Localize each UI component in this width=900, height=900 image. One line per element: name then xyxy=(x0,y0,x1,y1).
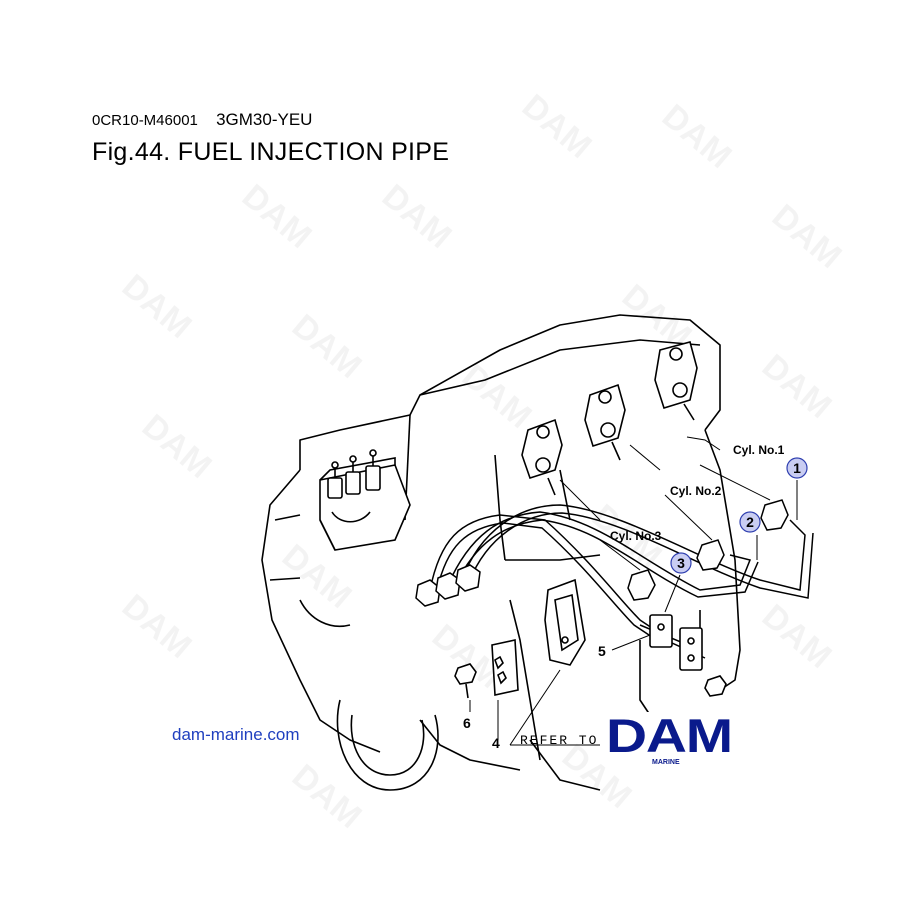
leader-lines xyxy=(469,436,798,746)
dam-marine-logo: DAM MARINE xyxy=(602,709,734,766)
watermark: DAM xyxy=(755,597,839,676)
refer-to-note: REFER TO xyxy=(520,733,598,748)
watermark: DAM xyxy=(285,307,369,386)
logo-wordmark: DAM xyxy=(606,709,732,762)
watermark: DAM xyxy=(515,87,599,166)
label-cyl-no3: Cyl. No.3 xyxy=(610,529,662,543)
website-link[interactable]: dam-marine.com xyxy=(172,725,300,744)
callout-circle-2: 2 xyxy=(739,511,761,533)
watermark: DAM xyxy=(115,267,199,346)
document-code-line: 0CR10-M46001 3GM30-YEU xyxy=(92,110,312,130)
callout-number-3: 3 xyxy=(677,555,685,571)
watermark: DAM xyxy=(285,757,369,836)
callout-circle-3: 3 xyxy=(670,552,692,574)
injector-cyl3 xyxy=(521,418,563,496)
watermark: DAM xyxy=(375,177,459,256)
injector-cyl1 xyxy=(654,341,698,421)
injection-pump xyxy=(319,449,411,551)
fuel-pipes xyxy=(429,504,814,659)
pipe-nuts-pump-side xyxy=(415,564,481,607)
engine-model: 3GM30-YEU xyxy=(216,110,313,129)
document-code: 0CR10-M46001 xyxy=(92,112,198,129)
watermark: DAM xyxy=(235,177,319,256)
callout-circle-1: 1 xyxy=(786,457,808,479)
clamp-plate-4 xyxy=(491,639,519,696)
bolt-6 xyxy=(454,663,477,699)
part-number-5: 5 xyxy=(598,643,606,659)
part-number-6: 6 xyxy=(463,715,471,731)
pipe-clamp-5 xyxy=(649,614,703,671)
label-cyl-no1: Cyl. No.1 xyxy=(733,443,785,457)
part-number-4: 4 xyxy=(492,735,500,751)
pipe-bracket xyxy=(544,578,586,666)
watermark: DAM xyxy=(115,587,199,666)
watermark: DAM xyxy=(755,347,839,426)
watermark: DAM xyxy=(765,197,849,276)
logo-subtext: MARINE xyxy=(652,759,680,766)
label-cyl-no2: Cyl. No.2 xyxy=(670,484,722,498)
callout-number-1: 1 xyxy=(793,460,801,476)
figure-title: Fig.44. FUEL INJECTION PIPE xyxy=(92,138,450,166)
watermark: DAM xyxy=(655,97,739,176)
callout-number-2: 2 xyxy=(746,514,754,530)
watermark-pattern: DAM DAM DAM DAM DAM DAM DAM DAM DAM DAM … xyxy=(115,87,849,836)
watermark: DAM xyxy=(135,407,219,486)
pipe-nuts-injector-side xyxy=(627,499,789,601)
bolt-clamp xyxy=(704,675,727,697)
injector-cyl2 xyxy=(584,383,626,461)
